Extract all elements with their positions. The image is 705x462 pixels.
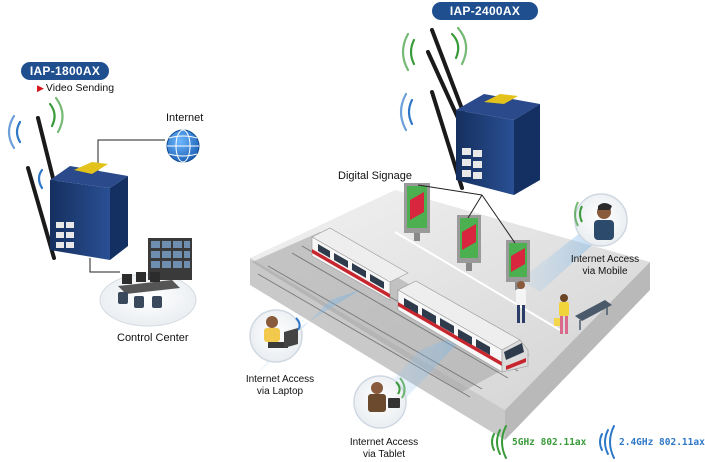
- laptop-user-illustration: [249, 309, 303, 363]
- legend-24ghz-icon: [599, 425, 615, 459]
- tablet-access-label: Internet Access via Tablet: [344, 437, 424, 461]
- control-center-label: Control Center: [117, 332, 189, 344]
- video-sending-label: Video Sending: [45, 82, 115, 94]
- legend-5ghz-label: 5GHz 802.11ax: [512, 437, 587, 448]
- video-sending-note: ▶Video Sending: [37, 82, 114, 94]
- signage-displays: [404, 183, 530, 290]
- network-cables: [89, 139, 516, 273]
- red-arrow-icon: ▶: [37, 83, 44, 93]
- control-center-illustration: [99, 238, 197, 327]
- tablet-access-line-1: Internet Access: [349, 437, 419, 448]
- wifi-signal-arcs: [7, 26, 468, 190]
- legend-24ghz-label: 2.4GHz 802.11ax: [619, 437, 705, 448]
- digital-signage-label: Digital Signage: [338, 170, 412, 182]
- mobile-user-illustration: [574, 193, 628, 247]
- mobile-access-line-1: Internet Access: [570, 254, 640, 265]
- laptop-access-line-2: via Laptop: [256, 386, 304, 397]
- mobile-access-line-2: via Mobile: [582, 266, 628, 277]
- laptop-access-label: Internet Access via Laptop: [240, 374, 320, 398]
- passengers: [516, 281, 612, 334]
- right-device-model-badge: IAP-2400AX: [432, 2, 538, 20]
- right-access-point: [426, 28, 540, 195]
- internet-globe-icon: [166, 129, 200, 163]
- tablet-user-illustration: [353, 375, 407, 429]
- left-device-model-badge: IAP-1800AX: [21, 62, 109, 80]
- left-access-point: [26, 116, 128, 260]
- internet-label: Internet: [166, 112, 204, 124]
- laptop-access-line-1: Internet Access: [245, 374, 315, 385]
- legend-5ghz-icon: [491, 425, 507, 459]
- train: [311, 227, 529, 373]
- mobile-access-label: Internet Access via Mobile: [567, 254, 643, 278]
- signal-beams: [252, 225, 600, 400]
- tablet-access-line-2: via Tablet: [362, 449, 406, 460]
